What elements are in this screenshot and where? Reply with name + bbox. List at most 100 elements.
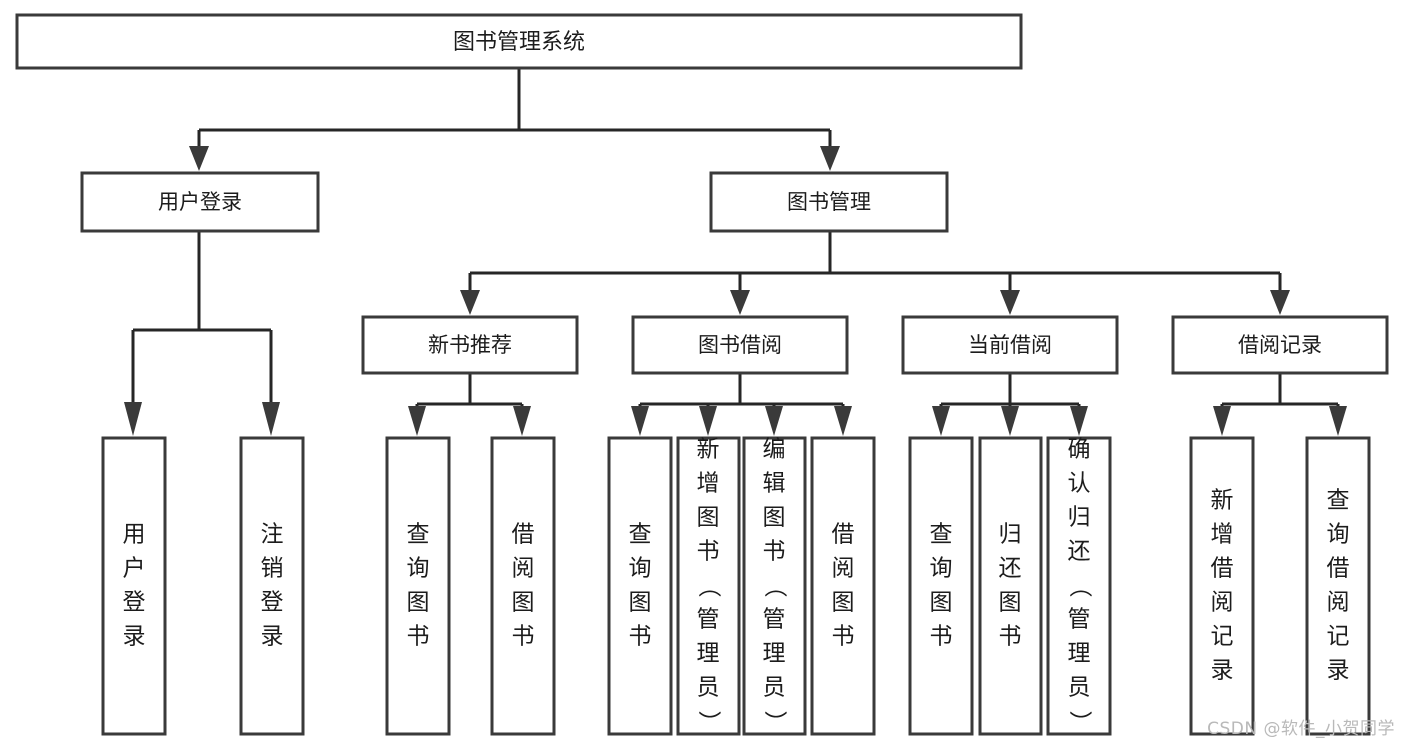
svg-text:阅: 阅 (1211, 590, 1234, 616)
svg-text:理: 理 (763, 641, 786, 667)
svg-text:（: （ (1067, 575, 1093, 598)
leaf-new-book-1-box[interactable] (385, 436, 451, 736)
svg-text:（: （ (762, 575, 788, 598)
arrow-bm-to-new-book (460, 290, 480, 315)
arrow-bb-leaf-4 (834, 406, 852, 436)
svg-text:书: 书 (930, 624, 953, 650)
svg-text:书: 书 (407, 624, 430, 650)
svg-text:借: 借 (832, 522, 855, 548)
svg-text:员: 员 (1068, 675, 1091, 701)
leaf-current-borrow-2-box[interactable] (978, 436, 1043, 736)
node-current-borrow[interactable]: 当前借阅 (901, 315, 1119, 375)
node-borrow-record[interactable]: 借阅记录 (1171, 315, 1389, 375)
leaf-book-borrow-4-box[interactable] (810, 436, 876, 736)
svg-text:确: 确 (1068, 437, 1091, 463)
arrow-root-to-book-manage (820, 146, 840, 171)
node-book-borrow[interactable]: 图书借阅 (631, 315, 849, 375)
svg-text:书: 书 (697, 539, 720, 565)
arrow-bb-leaf-3 (765, 406, 783, 436)
svg-text:图: 图 (832, 590, 855, 616)
arrow-bb-leaf-1 (631, 406, 649, 436)
leaf-new-book-2-box[interactable] (490, 436, 556, 736)
svg-text:理: 理 (1068, 641, 1091, 667)
node-borrow-record-box[interactable] (1171, 315, 1389, 375)
leaf-user-login-1-box[interactable] (101, 436, 167, 736)
svg-text:员: 员 (763, 675, 786, 701)
node-book-manage[interactable]: 图书管理 (709, 171, 949, 233)
svg-text:图: 图 (697, 505, 720, 531)
svg-text:图: 图 (763, 505, 786, 531)
leaf-current-borrow-3-box[interactable] (1046, 436, 1112, 736)
leaf-current-borrow-1-box[interactable] (908, 436, 974, 736)
arrow-nb-leaf-2 (513, 406, 531, 436)
node-user-login-label: 用户登录 (158, 190, 242, 214)
svg-text:查: 查 (1327, 488, 1350, 514)
leaf-borrow-record-1-box[interactable] (1189, 436, 1255, 736)
arrow-br-leaf-2 (1329, 406, 1347, 436)
svg-text:销: 销 (261, 556, 284, 582)
svg-text:书: 书 (763, 539, 786, 565)
svg-text:录: 录 (261, 624, 284, 650)
svg-text:借: 借 (1211, 556, 1234, 582)
svg-text:图: 图 (512, 590, 535, 616)
node-current-borrow-box[interactable] (901, 315, 1119, 375)
node-root[interactable]: 图书管理系统 (15, 13, 1023, 70)
svg-text:记: 记 (1327, 624, 1350, 650)
arrow-nb-leaf-1 (408, 406, 426, 436)
leaf-book-borrow-1-box[interactable] (607, 436, 673, 736)
svg-text:询: 询 (407, 556, 430, 582)
node-root-box[interactable] (15, 13, 1023, 70)
svg-text:归: 归 (999, 522, 1022, 548)
svg-text:新: 新 (697, 437, 720, 463)
node-user-login-box[interactable] (80, 171, 320, 233)
leaf-user-login-1-label: 用户登录 (123, 522, 146, 650)
node-book-borrow-box[interactable] (631, 315, 849, 375)
node-new-book-recommend[interactable]: 新书推荐 (361, 315, 579, 375)
svg-text:（: （ (696, 575, 722, 598)
svg-text:图: 图 (407, 590, 430, 616)
node-user-login[interactable]: 用户登录 (80, 171, 320, 233)
svg-text:增: 增 (697, 471, 720, 497)
leaf-user-login-1[interactable]: 用户登录 (101, 436, 167, 736)
leaf-user-login-2-box[interactable] (239, 436, 305, 736)
svg-text:录: 录 (123, 624, 146, 650)
svg-text:阅: 阅 (1327, 590, 1350, 616)
arrow-user-login-leaf-2 (262, 402, 280, 436)
node-book-manage-box[interactable] (709, 171, 949, 233)
svg-text:图: 图 (930, 590, 953, 616)
svg-text:图: 图 (999, 590, 1022, 616)
svg-text:员: 员 (697, 675, 720, 701)
svg-text:理: 理 (697, 641, 720, 667)
leaf-book-borrow-3-box[interactable] (742, 436, 807, 736)
svg-text:管: 管 (697, 607, 720, 633)
svg-text:）: ） (696, 711, 722, 734)
svg-text:询: 询 (930, 556, 953, 582)
node-new-book-recommend-box[interactable] (361, 315, 579, 375)
svg-text:新: 新 (1211, 488, 1234, 514)
leaf-borrow-record-2-box[interactable] (1305, 436, 1371, 736)
svg-text:户: 户 (123, 556, 146, 582)
svg-text:阅: 阅 (512, 556, 535, 582)
leaf-book-borrow-2-box[interactable] (676, 436, 741, 736)
arrow-user-login-leaf-1 (124, 402, 142, 436)
